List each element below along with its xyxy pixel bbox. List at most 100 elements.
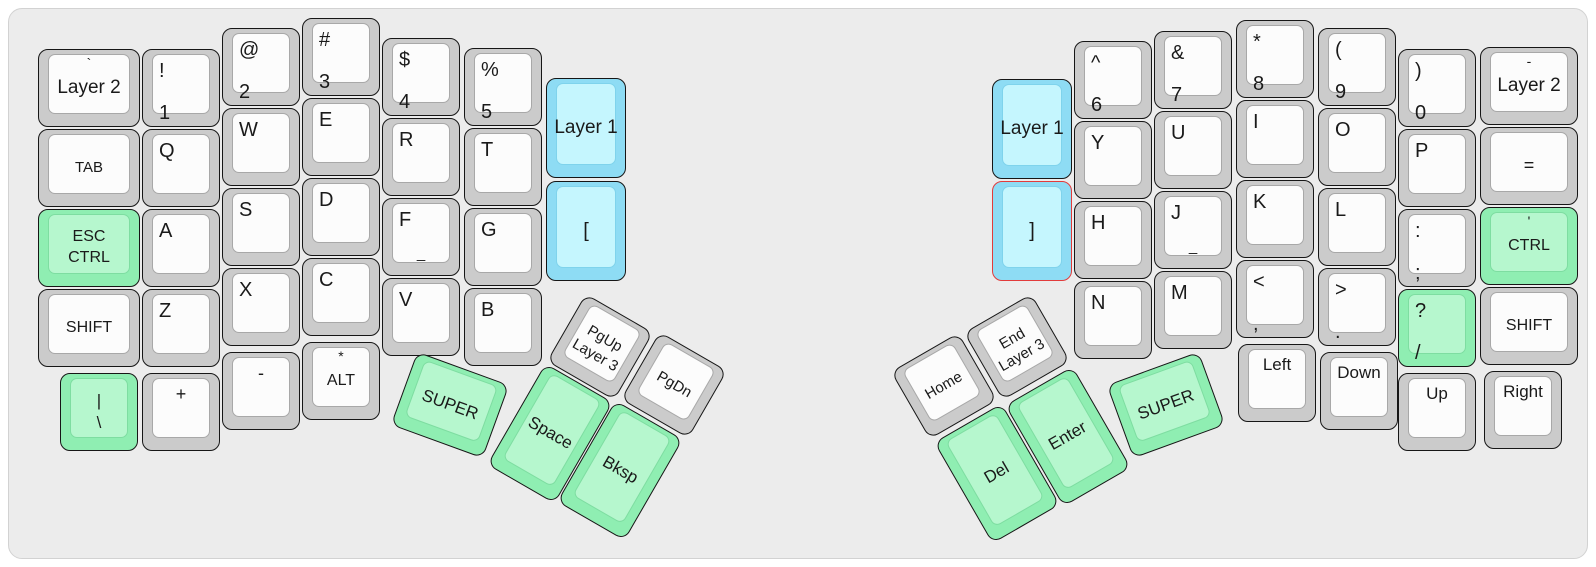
- key-legend: T: [481, 139, 494, 161]
- keycap-top: [392, 203, 450, 263]
- key-legend: W: [239, 119, 258, 141]
- key-r-o[interactable]: O: [1318, 108, 1396, 186]
- keycap-top: [1002, 186, 1062, 268]
- key-legend: ]: [1029, 220, 1035, 242]
- keycap-top: [152, 378, 210, 438]
- key-l-z[interactable]: Z: [142, 289, 220, 367]
- key-r-colon-semi[interactable]: :;: [1398, 209, 1476, 287]
- key-l-super[interactable]: SUPER: [390, 351, 510, 459]
- key-legend: V: [399, 289, 413, 311]
- key-r-dash-layer2[interactable]: Layer 2-: [1480, 47, 1578, 125]
- keycap-top: [152, 134, 210, 194]
- key-legend: B: [481, 299, 495, 321]
- key-l-w[interactable]: W: [222, 108, 300, 186]
- key-legend: #3: [319, 29, 331, 93]
- key-r-right[interactable]: Right: [1484, 371, 1562, 449]
- key-l-plus[interactable]: +: [142, 373, 220, 451]
- key-legend: Right: [1503, 382, 1543, 401]
- key-l-minus[interactable]: -: [222, 352, 300, 430]
- keycap-top: [1002, 84, 1062, 166]
- key-r-y[interactable]: Y: [1074, 121, 1152, 199]
- key-r-amp-7[interactable]: &7: [1154, 31, 1232, 109]
- keycap-top: [1246, 265, 1304, 325]
- key-r-p[interactable]: P: [1398, 129, 1476, 207]
- key-l-c[interactable]: C: [302, 258, 380, 336]
- key-l-t[interactable]: T: [464, 128, 542, 206]
- key-r-rparen-0[interactable]: )0: [1398, 49, 1476, 127]
- keycap-top: [1164, 276, 1222, 336]
- key-r-k[interactable]: K: [1236, 180, 1314, 258]
- key-r-i[interactable]: I: [1236, 100, 1314, 178]
- key-l-d[interactable]: D: [302, 178, 380, 256]
- key-r-n[interactable]: N: [1074, 281, 1152, 359]
- key-r-quote-ctrl[interactable]: CTRL': [1480, 207, 1578, 285]
- key-legend: N: [1091, 292, 1106, 314]
- key-r-lparen-9[interactable]: (9: [1318, 28, 1396, 106]
- key-l-b[interactable]: B: [464, 288, 542, 366]
- key-l-e[interactable]: E: [302, 98, 380, 176]
- key-l-x[interactable]: X: [222, 268, 300, 346]
- key-legend: @2: [239, 39, 260, 103]
- key-legend-shifted: `: [86, 55, 92, 71]
- key-r-lt-comma[interactable]: <,: [1236, 260, 1314, 338]
- key-r-star-8[interactable]: *8: [1236, 20, 1314, 98]
- key-l-lbracket[interactable]: [: [546, 181, 626, 281]
- homing-bar-mark: _: [416, 245, 426, 262]
- keycap-top: [392, 283, 450, 343]
- key-l-star-alt[interactable]: ALT*: [302, 342, 380, 420]
- key-r-gt-period[interactable]: >.: [1318, 268, 1396, 346]
- key-l-dollar-4[interactable]: $4: [382, 38, 460, 116]
- key-legend: S: [239, 199, 253, 221]
- key-r-h[interactable]: H: [1074, 201, 1152, 279]
- key-r-up[interactable]: Up: [1398, 373, 1476, 451]
- key-legend: Up: [1426, 384, 1448, 403]
- key-r-down[interactable]: Down: [1320, 352, 1398, 430]
- key-r-j[interactable]: J_: [1154, 191, 1232, 269]
- key-r-shift[interactable]: SHIFT: [1480, 287, 1578, 365]
- keycap-top: [1084, 126, 1142, 186]
- key-r-u[interactable]: U: [1154, 111, 1232, 189]
- key-l-a[interactable]: A: [142, 209, 220, 287]
- key-l-shift[interactable]: SHIFT: [38, 289, 140, 367]
- key-l-f[interactable]: F_: [382, 198, 460, 276]
- key-r-equals[interactable]: =: [1480, 127, 1578, 205]
- key-l-at-2[interactable]: @2: [222, 28, 300, 106]
- keycap-top: [48, 54, 130, 114]
- keycap-top: [312, 103, 370, 163]
- key-r-rbracket[interactable]: ]: [992, 181, 1072, 281]
- key-l-g[interactable]: G: [464, 208, 542, 286]
- key-legend: Z: [159, 300, 172, 322]
- key-l-tab[interactable]: TAB: [38, 129, 140, 207]
- key-l-v[interactable]: V: [382, 278, 460, 356]
- key-legend: )0: [1415, 60, 1427, 124]
- key-l-layer1[interactable]: Layer 1: [546, 78, 626, 178]
- key-r-quest-slash[interactable]: ?/: [1398, 289, 1476, 367]
- key-r-left[interactable]: Left: [1238, 344, 1316, 422]
- key-l-pipe-backslash[interactable]: |\: [60, 373, 138, 451]
- key-l-excl-1[interactable]: !1: [142, 49, 220, 127]
- keycap-top: [1494, 376, 1552, 436]
- keycap-top: [392, 123, 450, 183]
- keycap-top: [1408, 214, 1466, 274]
- key-l-q[interactable]: Q: [142, 129, 220, 207]
- key-l-r[interactable]: R: [382, 118, 460, 196]
- keycap-top: [556, 186, 616, 268]
- key-l-hash-3[interactable]: #3: [302, 18, 380, 96]
- key-l-pct-5[interactable]: %5: [464, 48, 542, 126]
- key-l-s[interactable]: S: [222, 188, 300, 266]
- key-l-grave-layer2[interactable]: Layer 2`: [38, 49, 140, 127]
- key-r-caret-6[interactable]: ^6: [1074, 41, 1152, 119]
- key-legend: :;: [1415, 220, 1421, 284]
- keycap-top: [152, 54, 210, 114]
- keycap-top: [1408, 294, 1466, 354]
- key-r-super[interactable]: SUPER: [1106, 351, 1226, 459]
- key-r-l[interactable]: L: [1318, 188, 1396, 266]
- key-r-m[interactable]: M: [1154, 271, 1232, 349]
- key-legend: *8: [1253, 31, 1265, 95]
- key-legend: Y: [1091, 132, 1105, 154]
- key-r-layer1[interactable]: Layer 1: [992, 79, 1072, 179]
- key-legend: Left: [1262, 355, 1292, 374]
- key-legend: M: [1171, 282, 1188, 304]
